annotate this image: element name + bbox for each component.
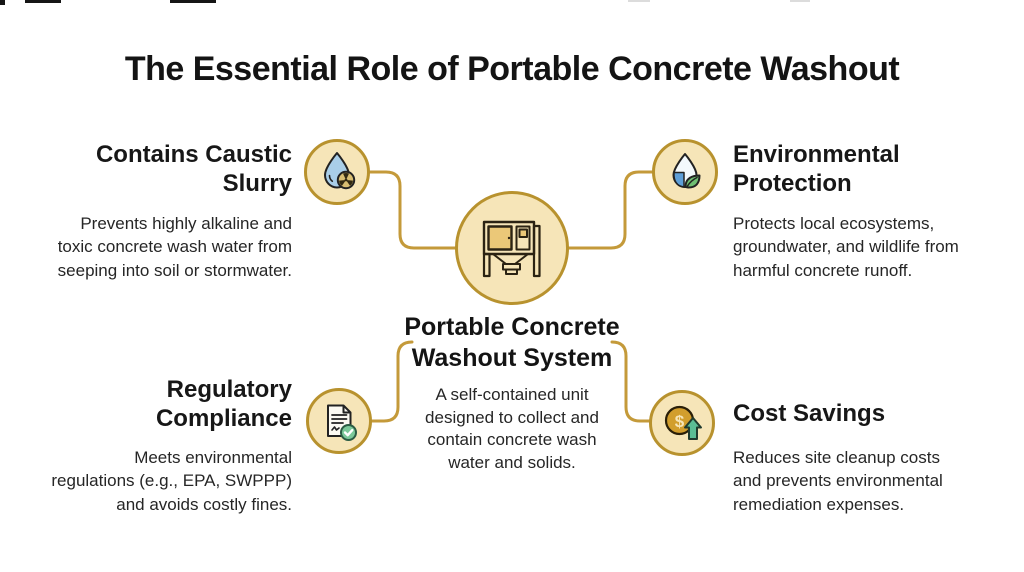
text-line: harmful concrete runoff. (733, 260, 913, 280)
connector-bottom-left (337, 340, 414, 423)
text-line: Environmental (733, 141, 900, 168)
connector-top-left (335, 170, 514, 250)
text-line: designed to collect and (425, 407, 599, 427)
text-line: Portable Concrete (404, 313, 620, 341)
text-line: Slurry (222, 169, 292, 197)
text-line: Protects local ecosystems, (733, 214, 935, 233)
coin-up-arrow-icon: $ (664, 405, 702, 440)
text-line: A self-contained unit (435, 385, 589, 404)
text-line: Cost Savings (733, 400, 886, 427)
concrete-washout-machine-icon (482, 220, 541, 278)
regulatory-node-circle (306, 388, 372, 454)
water-drop-leaf-icon (672, 153, 701, 189)
text-line: Regulatory (166, 376, 292, 403)
text-line: and prevents environmental (733, 471, 943, 491)
connector-bottom-right (610, 340, 684, 423)
text-line: Compliance (155, 404, 292, 432)
text-line: remediation expenses. (733, 494, 905, 514)
node-body-regulatory: Meets environmental regulations (e.g., E… (51, 446, 292, 516)
crop-artifact (170, 0, 216, 3)
cost-savings-node-circle: $ (649, 390, 715, 456)
text-line: and avoids costly fines. (116, 494, 292, 514)
dollar-sign-glyph: $ (675, 412, 685, 431)
node-heading-environment: Environmental Protection (733, 141, 900, 199)
environment-node-circle (652, 139, 718, 205)
node-heading-cost: Cost Savings (733, 400, 885, 429)
hazard-water-drop-icon (324, 152, 356, 190)
text-line: Meets environmental (134, 448, 292, 467)
text-line: seeping into soil or stormwater. (57, 260, 292, 280)
caustic-slurry-node-circle (304, 139, 370, 205)
connector-top-right (510, 170, 687, 250)
central-node-heading: Portable Concrete Washout System (382, 312, 642, 373)
node-body-cost: Reduces site cleanup costs and prevents … (733, 446, 943, 516)
text-line: water and solids. (448, 452, 576, 472)
node-body-caustic: Prevents highly alkaline and toxic concr… (58, 212, 292, 282)
text-line: Washout System (411, 343, 613, 372)
crop-artifact (25, 0, 61, 3)
text-line: Protection (733, 169, 852, 197)
text-line: toxic concrete wash water from (57, 237, 292, 257)
crop-artifact (790, 0, 810, 2)
text-line: regulations (e.g., EPA, SWPPP) (51, 471, 292, 491)
text-line: groundwater, and wildlife from (733, 237, 959, 257)
central-node-description: A self-contained unit designed to collec… (397, 384, 627, 474)
node-heading-caustic: Contains Caustic Slurry (96, 141, 292, 199)
document-check-icon (327, 404, 357, 441)
crop-artifact (628, 0, 650, 2)
central-node-circle (455, 191, 569, 305)
node-body-environment: Protects local ecosystems, groundwater, … (733, 212, 959, 282)
text-line: Contains Caustic (95, 141, 292, 168)
text-line: Prevents highly alkaline and (80, 214, 292, 233)
crop-artifact (0, 0, 5, 5)
text-line: Reduces site cleanup costs (733, 448, 940, 467)
page-title: The Essential Role of Portable Concrete … (124, 50, 900, 88)
node-heading-regulatory: Regulatory Compliance (156, 376, 292, 434)
text-line: contain concrete wash (427, 430, 597, 450)
